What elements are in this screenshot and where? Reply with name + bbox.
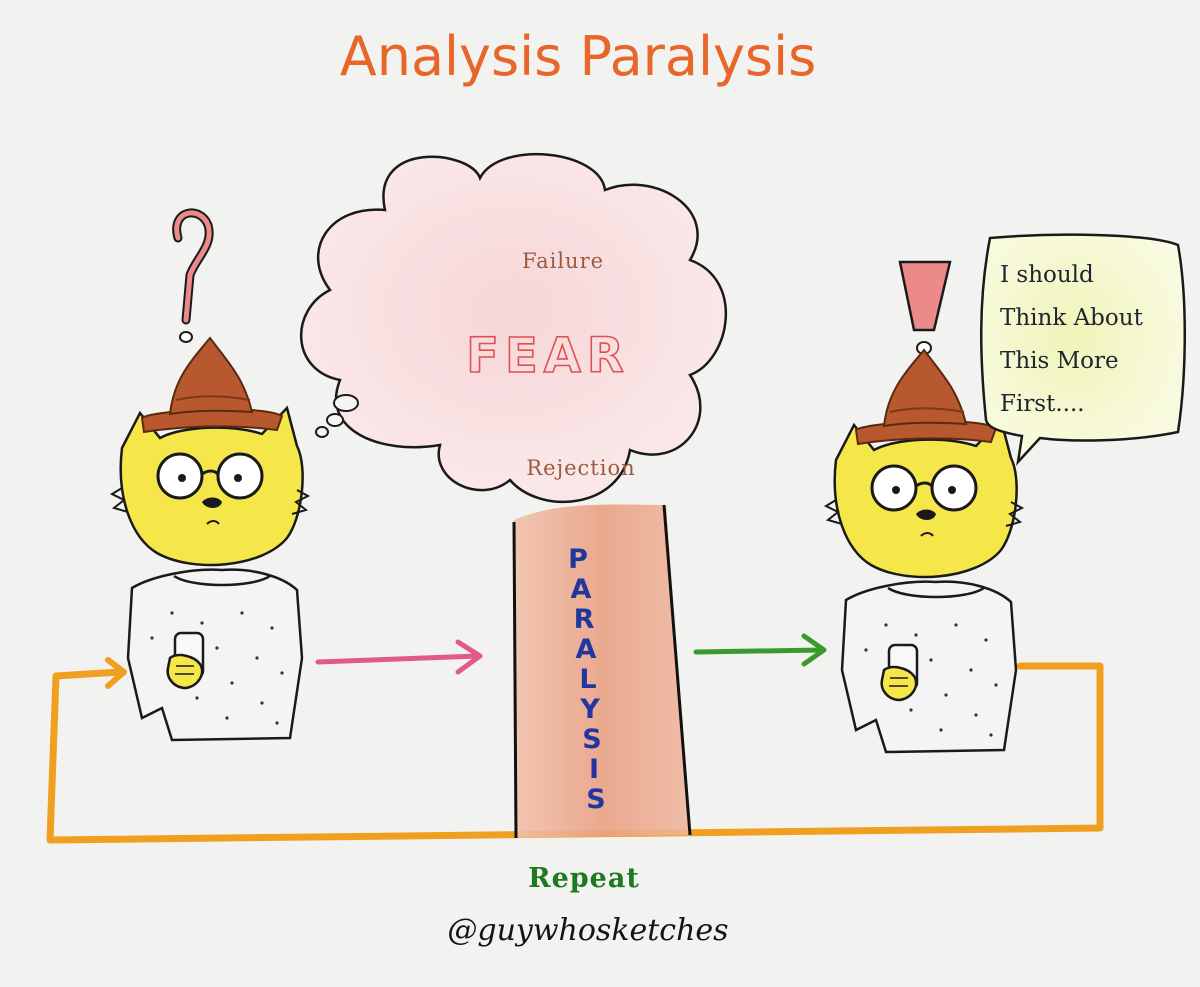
pillar-letter: S <box>586 784 605 815</box>
artist-signature: @guywhosketches <box>447 913 728 948</box>
cloud-word-fear: FEAR <box>466 328 630 384</box>
pink-arrow <box>315 639 483 675</box>
speech-bubble-line: This More <box>1000 348 1119 374</box>
left-cat <box>110 336 310 742</box>
exclamation-mark-icon <box>898 260 952 355</box>
speech-bubble-line: First.... <box>1000 391 1085 417</box>
pillar-letter: R <box>574 604 595 635</box>
speech-bubble-line: Think About <box>1000 305 1144 331</box>
pillar-letter: P <box>568 544 588 575</box>
question-mark-icon <box>172 208 214 343</box>
cloud-word-failure: Failure <box>522 249 604 273</box>
diagram-title: Analysis Paralysis <box>340 25 816 88</box>
pillar-letter: S <box>582 724 601 755</box>
pillar-letter: L <box>579 664 596 695</box>
pillar-letter: Y <box>579 694 600 725</box>
repeat-label: Repeat <box>528 863 640 894</box>
pillar-letter: A <box>576 634 597 665</box>
thought-cloud: Failure FEAR Rejection <box>299 152 727 504</box>
speech-bubble-line: I should <box>1000 262 1094 288</box>
pillar-letter: A <box>571 574 592 605</box>
green-arrow <box>693 633 827 667</box>
cloud-word-rejection: Rejection <box>526 456 635 480</box>
pillar-letter: I <box>589 754 599 785</box>
